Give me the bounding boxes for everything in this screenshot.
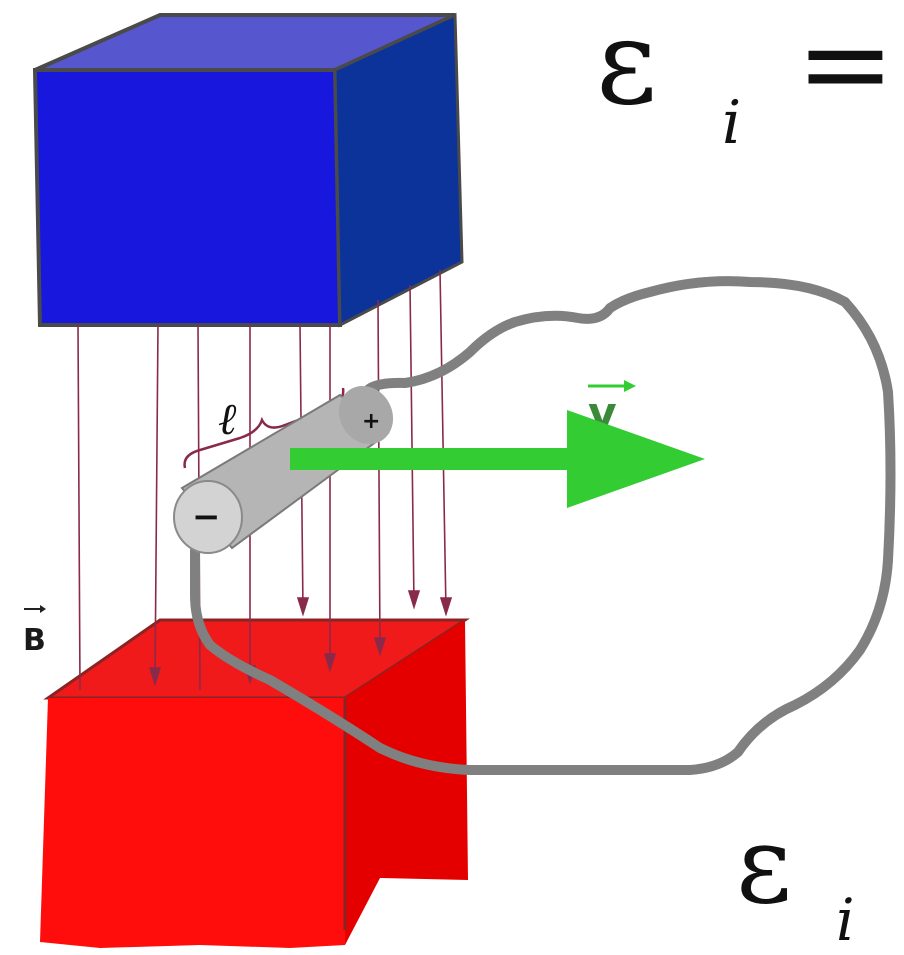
top-magnet-front-face xyxy=(32,68,343,327)
circuit-wire xyxy=(190,276,896,775)
emf-symbol-bottom: ε xyxy=(736,803,792,928)
emf-symbol-top: ε xyxy=(596,0,657,131)
emf-subscript-top: i xyxy=(722,88,741,158)
field-line-arrowhead xyxy=(407,590,421,610)
bottom-magnet-front-face xyxy=(40,698,345,948)
b-field-label: B xyxy=(23,605,46,658)
formula-bottom: ε i xyxy=(736,803,855,954)
top-magnet-side-face xyxy=(333,12,464,328)
length-label: ℓ xyxy=(218,394,237,445)
field-line-arrowhead xyxy=(373,637,387,657)
field-line-arrowhead xyxy=(323,653,337,673)
minus-sign: − xyxy=(192,497,221,537)
field-line xyxy=(77,324,81,691)
b-label: B xyxy=(23,623,46,658)
emf-subscript-bottom: i xyxy=(836,886,855,954)
conductor-plus-end xyxy=(338,385,394,445)
formula-top: ε i = xyxy=(596,0,895,158)
velocity-arrow-shaft xyxy=(290,448,575,470)
field-line-arrowhead xyxy=(148,667,162,687)
field-line xyxy=(409,284,415,606)
plus-sign: + xyxy=(362,409,380,434)
velocity-arrow xyxy=(290,410,705,508)
equals-sign: = xyxy=(796,0,895,132)
v-vector-arrowhead xyxy=(624,380,636,392)
field-line-arrowhead xyxy=(296,597,310,617)
field-line-arrowhead xyxy=(439,597,453,617)
velocity-arrow-head xyxy=(567,410,705,508)
bottom-magnet-side-face xyxy=(345,620,468,945)
field-line xyxy=(377,299,381,653)
bottom-magnet xyxy=(40,618,471,948)
b-vector-arrowhead xyxy=(40,605,46,613)
conductor-rod: + − xyxy=(173,385,394,554)
top-magnet xyxy=(32,12,464,328)
field-line xyxy=(439,269,447,613)
field-line xyxy=(154,324,159,681)
conductor-minus-end xyxy=(173,480,243,554)
